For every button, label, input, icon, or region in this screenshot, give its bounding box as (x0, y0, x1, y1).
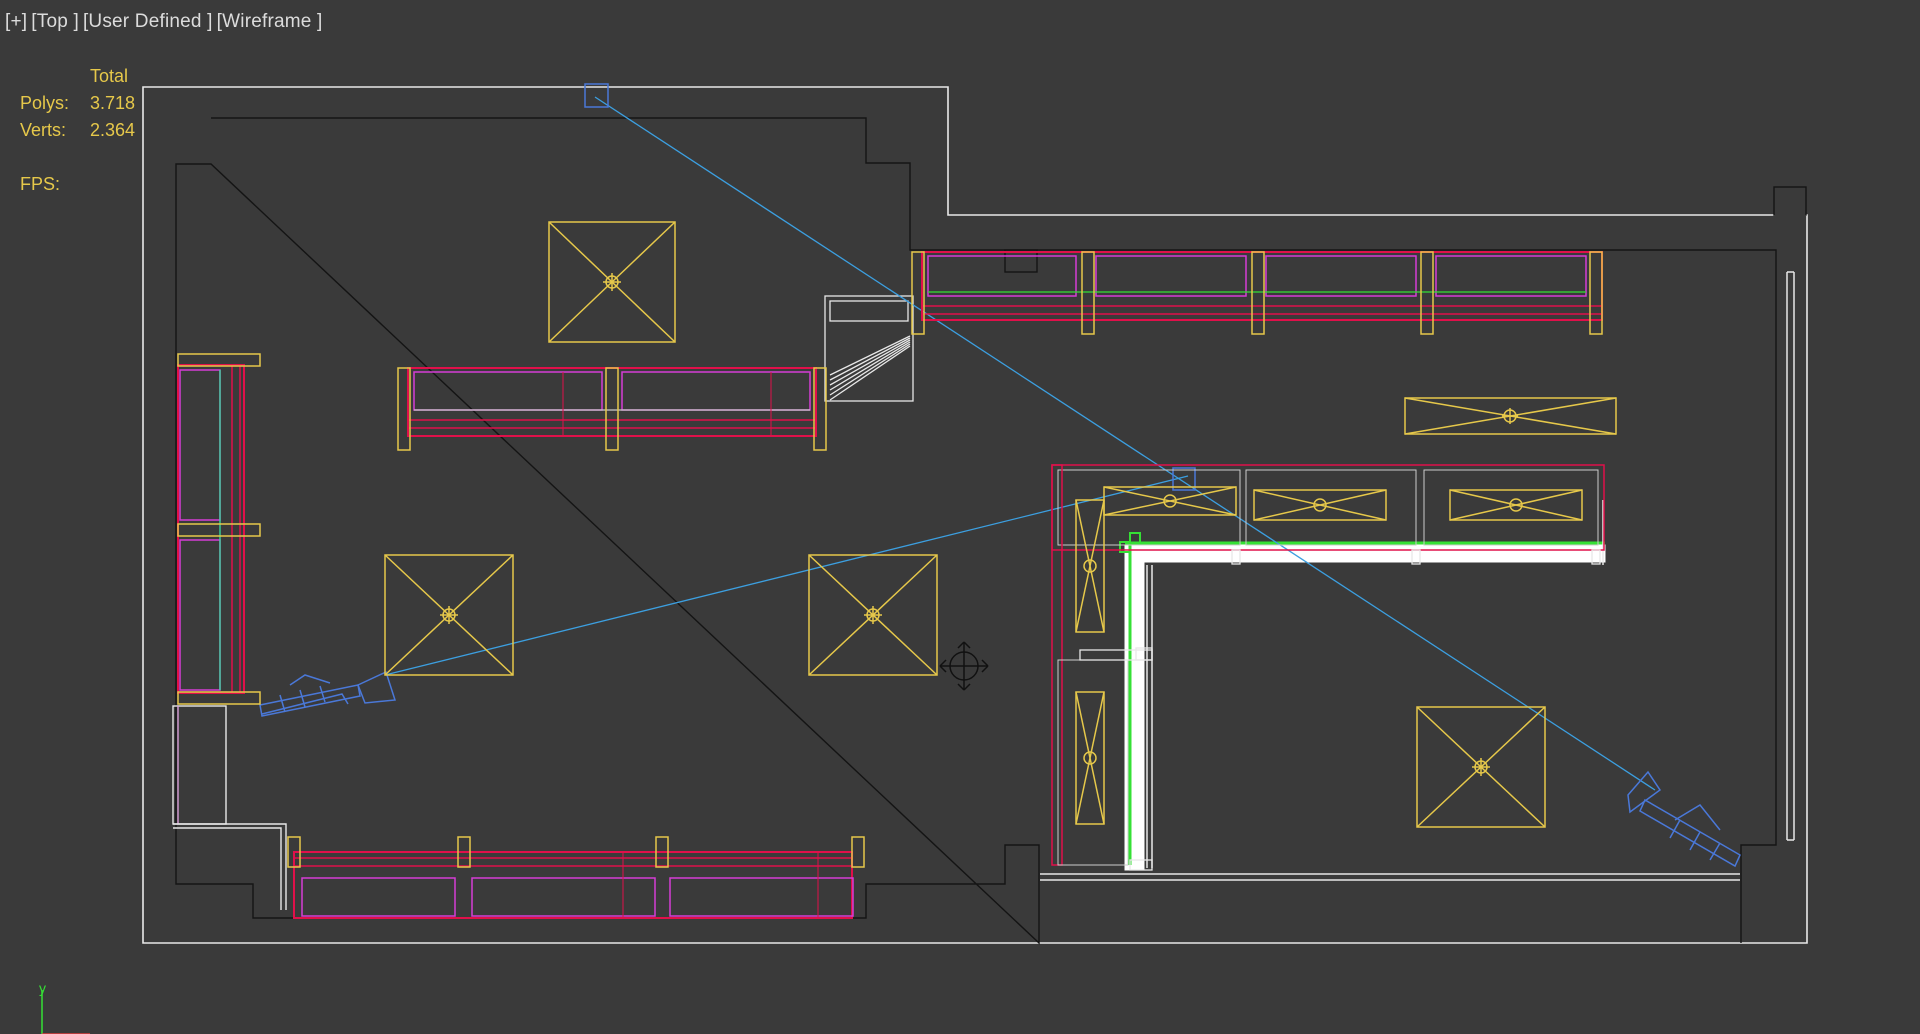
corner-block (1773, 186, 1807, 216)
polys-label: Polys: (20, 93, 70, 113)
axis-y-label: y (39, 980, 46, 996)
stats-header: Total (90, 66, 129, 86)
outer-wall[interactable] (142, 86, 1808, 944)
statistics-overlay: Total Polys: 3.718 Verts: 2.364 FPS: (20, 63, 135, 198)
viewport-label: [+] [Top ] [User Defined ] [Wireframe ] (4, 11, 324, 33)
sofa-column-left[interactable] (177, 353, 261, 705)
axis-tripod: y (39, 980, 90, 1034)
light-square-3[interactable] (808, 554, 938, 676)
camera-left-icon[interactable] (259, 670, 396, 717)
viewport-display-wireframe[interactable]: [Wireframe ] (216, 11, 323, 32)
camera-sightlines (384, 96, 1656, 791)
left-door[interactable] (172, 705, 287, 910)
camera-right-icon[interactable] (1627, 770, 1741, 868)
sofa-row-middle-left[interactable] (397, 367, 827, 451)
right-window (1786, 271, 1795, 841)
stair-fan[interactable] (824, 295, 914, 402)
viewport-menu-plus[interactable]: [+] (5, 11, 28, 32)
camera-target-top[interactable] (584, 83, 609, 108)
sofa-row-bottom[interactable] (287, 836, 865, 919)
l-shaped-wall[interactable] (1119, 500, 1606, 871)
verts-value: 2.364 (90, 120, 136, 140)
verts-label: Verts: (20, 120, 67, 140)
camera-target-middle[interactable] (1172, 467, 1196, 491)
polys-value: 3.718 (90, 93, 136, 113)
bottom-counter[interactable] (1040, 873, 1740, 881)
light-square-4[interactable] (1416, 706, 1546, 828)
fps-label: FPS: (20, 174, 61, 194)
move-gizmo-icon[interactable] (939, 641, 989, 691)
light-square-1[interactable] (548, 221, 676, 343)
column-block (1004, 249, 1038, 273)
viewport-shading-user-defined[interactable]: [User Defined ] (82, 11, 213, 32)
light-rect-1[interactable] (1404, 397, 1617, 435)
light-square-2[interactable] (384, 554, 514, 676)
furniture-block-right-center[interactable] (1051, 464, 1605, 871)
sofa-row-top-right[interactable] (911, 251, 1603, 335)
viewport-view-top[interactable]: [Top ] (31, 11, 79, 32)
